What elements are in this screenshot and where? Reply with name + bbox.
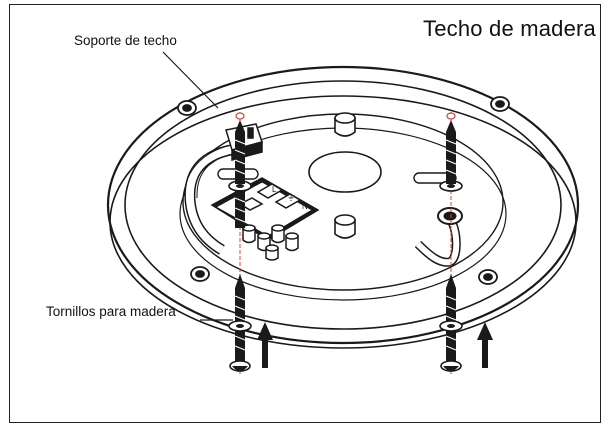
terminal-mark-ground: ⏚: [287, 193, 295, 202]
ring-lug: [177, 96, 510, 285]
screw-icon: [234, 120, 246, 184]
label-ceiling-bracket: Soporte de techo: [74, 33, 177, 48]
guide-hole: [235, 112, 456, 120]
arrow-up-icon: [477, 322, 493, 368]
diagram-title: Techo de madera: [423, 16, 596, 41]
leader-line: [162, 51, 233, 321]
label-wood-screws: Tornillos para madera: [46, 304, 176, 319]
wire-connector: [242, 224, 299, 261]
terminal-mark-l: L: [272, 185, 277, 194]
wire-harness: [183, 141, 253, 255]
ceiling-bracket-ring: [106, 65, 580, 349]
arrow-up-icon: [257, 322, 273, 368]
washer: [439, 320, 463, 332]
washer: [228, 320, 252, 332]
center-plate: [308, 112, 382, 239]
screw-icon: [234, 190, 246, 228]
ground-wire: [414, 207, 463, 267]
screw-icon: [445, 120, 457, 184]
terminal-mark-n: N: [302, 202, 308, 211]
